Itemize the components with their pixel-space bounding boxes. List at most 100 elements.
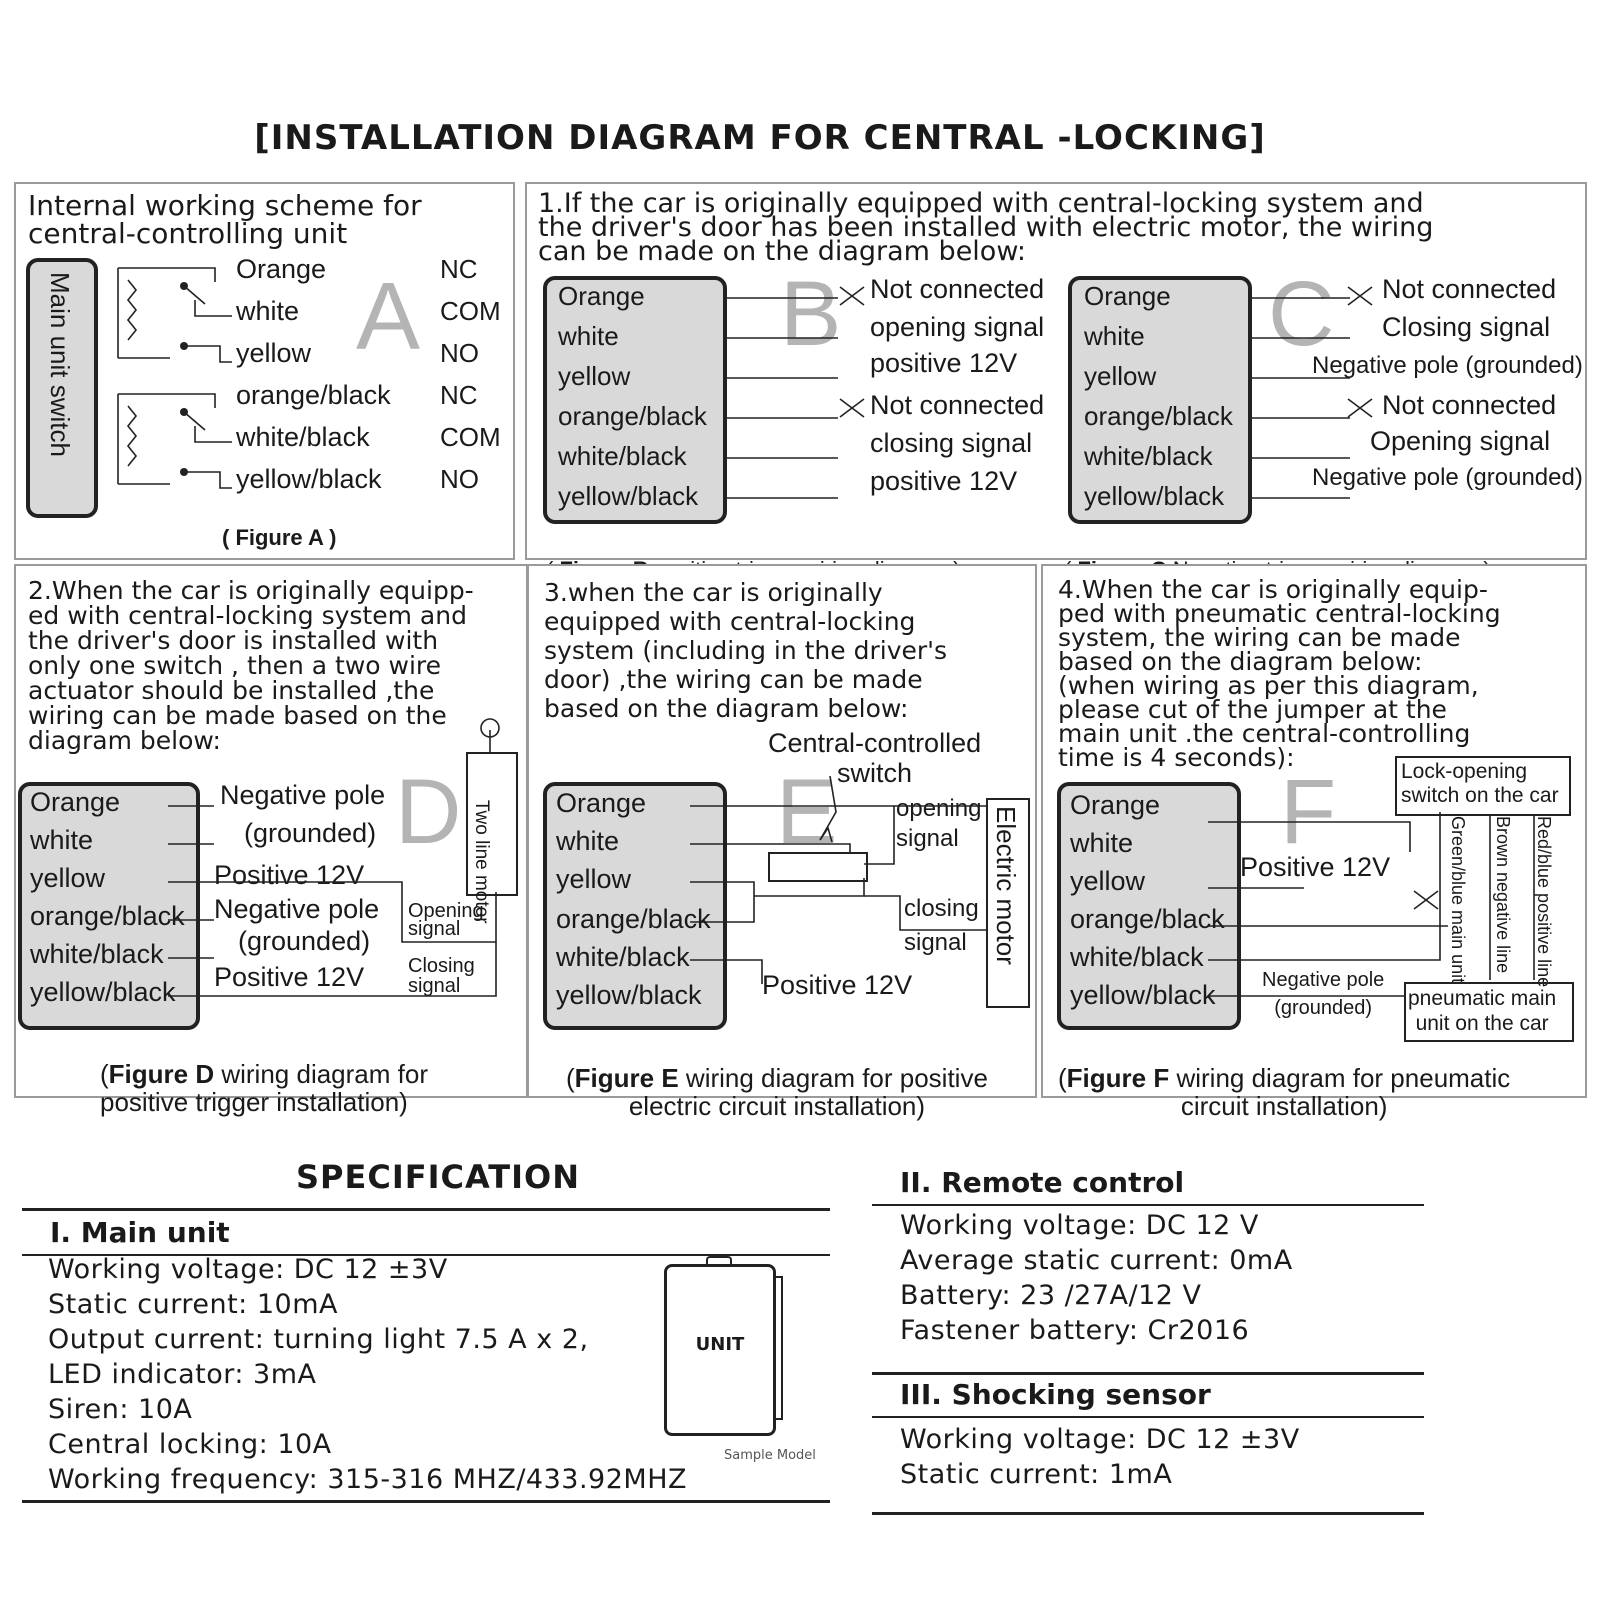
figure-e-wire-line: [690, 843, 851, 852]
figure-f-wire-1: white: [1070, 828, 1134, 858]
sensor-rule-bottom: [872, 1512, 1424, 1515]
figure-f-wire-0: Orange: [1070, 790, 1161, 820]
figure-e-wire-2: yellow: [556, 864, 632, 894]
figure-c-wire-1: white: [1084, 321, 1145, 351]
figure-c-label-4: Opening signal: [1370, 426, 1551, 456]
figure-e-wire-3: orange/black: [556, 904, 711, 934]
remote-line-2: Battery: 23 /27A/12 V: [900, 1280, 1202, 1311]
two-line-motor-box: [466, 752, 518, 896]
switch-arrow-head: [819, 826, 833, 843]
figure-e-caption-open: (: [566, 1063, 575, 1093]
figure-a-state-5: NO: [440, 464, 479, 494]
figure-c-wire-4: white/black: [1084, 441, 1213, 471]
figure-e-wire-5: yellow/black: [556, 980, 702, 1010]
remote-line-0: Working voltage: DC 12 V: [900, 1210, 1259, 1241]
figure-e-positive-12v: Positive 12V: [762, 970, 913, 1000]
main-unit-rule: [22, 1254, 830, 1256]
figure-c-letter: C: [1268, 263, 1335, 365]
figure-e-wire-box: [543, 782, 727, 1030]
figure-b-wire-0: Orange: [558, 281, 645, 311]
figure-d-wire-box: [18, 782, 200, 1030]
main-unit-line-1: Static current: 10mA: [48, 1289, 338, 1320]
figure-e-wire-0: Orange: [556, 788, 647, 818]
not-connected-mark: [1347, 398, 1373, 418]
figure-d-closing-signal: Closing signal: [408, 955, 475, 997]
figure-f-positive-12v: Positive 12V: [1240, 852, 1391, 882]
figure-f-wire-3: orange/black: [1070, 904, 1225, 934]
not-connected-mark: [1413, 890, 1439, 910]
figure-a-caption: ( Figure A ): [222, 525, 337, 550]
figure-d-opening-wire: [214, 881, 497, 943]
figure-e-closing-wire: [864, 895, 986, 931]
figure-d-letter: D: [395, 761, 462, 863]
figure-d-wire-0: Orange: [30, 787, 121, 817]
figure-c-label-5: Negative pole (grounded): [1312, 464, 1583, 491]
figure-e-caption-rest: wiring diagram for positive electric cir…: [628, 1063, 988, 1121]
figure-f-caption-open: (: [1058, 1063, 1067, 1093]
relay-line: [194, 300, 232, 317]
central-controlled-switch-label: Central-controlled switch: [768, 728, 982, 788]
figure-e-wire-1: white: [556, 826, 620, 856]
main-unit-line-2: Output current: turning light 7.5 A x 2,: [48, 1324, 589, 1355]
figure-d-caption-bold: Figure D: [108, 1059, 215, 1089]
relay-line: [118, 393, 216, 408]
figure-f-caption-rest: wiring diagram for pneumatic circuit ins…: [1176, 1063, 1511, 1121]
relay-line: [184, 471, 232, 489]
unit-device-side: [773, 1276, 783, 1420]
unit-label: UNIT: [695, 1334, 745, 1355]
figure-a-wire-2: yellow: [236, 338, 312, 368]
spec-title: SPECIFICATION: [296, 1158, 580, 1196]
figure-f-wire-4: white/black: [1070, 942, 1204, 972]
figure-b-wire-2: yellow: [558, 361, 631, 391]
figure-f-letter: F: [1280, 761, 1337, 863]
lock-opening-switch-box: [1395, 756, 1571, 816]
figure-c-label-2: Negative pole (grounded): [1312, 352, 1583, 379]
not-connected-mark: [1347, 286, 1373, 306]
figure-a-wire-4: white/black: [236, 422, 370, 452]
figure-d-label-1: (grounded): [244, 818, 377, 848]
figure-b-label-1: opening signal: [870, 312, 1045, 342]
figure-b-wire-3: orange/black: [558, 401, 707, 431]
main-unit-line-4: Siren: 10A: [48, 1394, 193, 1425]
two-line-motor-label: Two line motor: [471, 800, 492, 924]
figure-a-wire-1: white: [236, 296, 300, 326]
figure-d-label-0: Negative pole: [220, 780, 386, 810]
figure-e-wire-line: [690, 881, 755, 923]
remote-heading: II. Remote control: [900, 1166, 1185, 1199]
relay-coil: [126, 279, 138, 341]
figure-b-letter: B: [780, 263, 842, 365]
page-title: [INSTALLATION DIAGRAM FOR CENTRAL -LOCKI…: [254, 118, 1266, 158]
figure-a-state-3: NC: [440, 380, 478, 410]
motor-connector: [480, 718, 500, 738]
figure-d-caption-open: (: [100, 1059, 109, 1089]
figure-e-closing-signal: closing signal: [904, 895, 979, 956]
spec-rule-bottom: [22, 1500, 830, 1503]
section1-intro: 1.If the car is originally equipped with…: [538, 188, 1434, 267]
electric-motor-box: [986, 798, 1030, 1008]
green-blue-label: Green/blue main unit: [1448, 816, 1468, 984]
figure-d-label-4: (grounded): [238, 926, 371, 956]
relay-line: [194, 426, 232, 443]
figure-c-label-3: Not connected: [1382, 390, 1557, 420]
not-connected-mark: [839, 286, 865, 306]
sensor-line-0: Working voltage: DC 12 ±3V: [900, 1424, 1300, 1455]
figure-a-state-0: NC: [440, 254, 478, 284]
figure-f-wire-2: yellow: [1070, 866, 1146, 896]
figure-a-wire-5: yellow/black: [236, 464, 382, 494]
figure-d-wire-4: white/black: [30, 939, 164, 969]
lock-opening-switch-label: Lock-opening switch on the car: [1401, 760, 1559, 807]
figure-e-letter: E: [776, 761, 838, 863]
figure-d-caption-rest: wiring diagram for positive trigger inst…: [100, 1059, 428, 1117]
not-connected-mark: [839, 398, 865, 418]
sensor-rule-top: [872, 1372, 1424, 1375]
figure-c-wire-5: yellow/black: [1084, 481, 1225, 511]
main-unit-heading: I. Main unit: [50, 1216, 230, 1249]
pneumatic-main-unit-label: pneumatic main unit on the car: [1408, 987, 1557, 1035]
figure-c-wire-2: yellow: [1084, 361, 1157, 391]
red-blue-label: Red/blue positive line: [1534, 816, 1554, 988]
figure-a-state-2: NO: [440, 338, 479, 368]
main-unit-line-5: Central locking: 10A: [48, 1429, 332, 1460]
relay-contact: [183, 285, 206, 305]
figure-d-caption: (Figure D wiring diagram for positive tr…: [100, 1032, 428, 1116]
figure-b-wire-4: white/black: [558, 441, 687, 471]
